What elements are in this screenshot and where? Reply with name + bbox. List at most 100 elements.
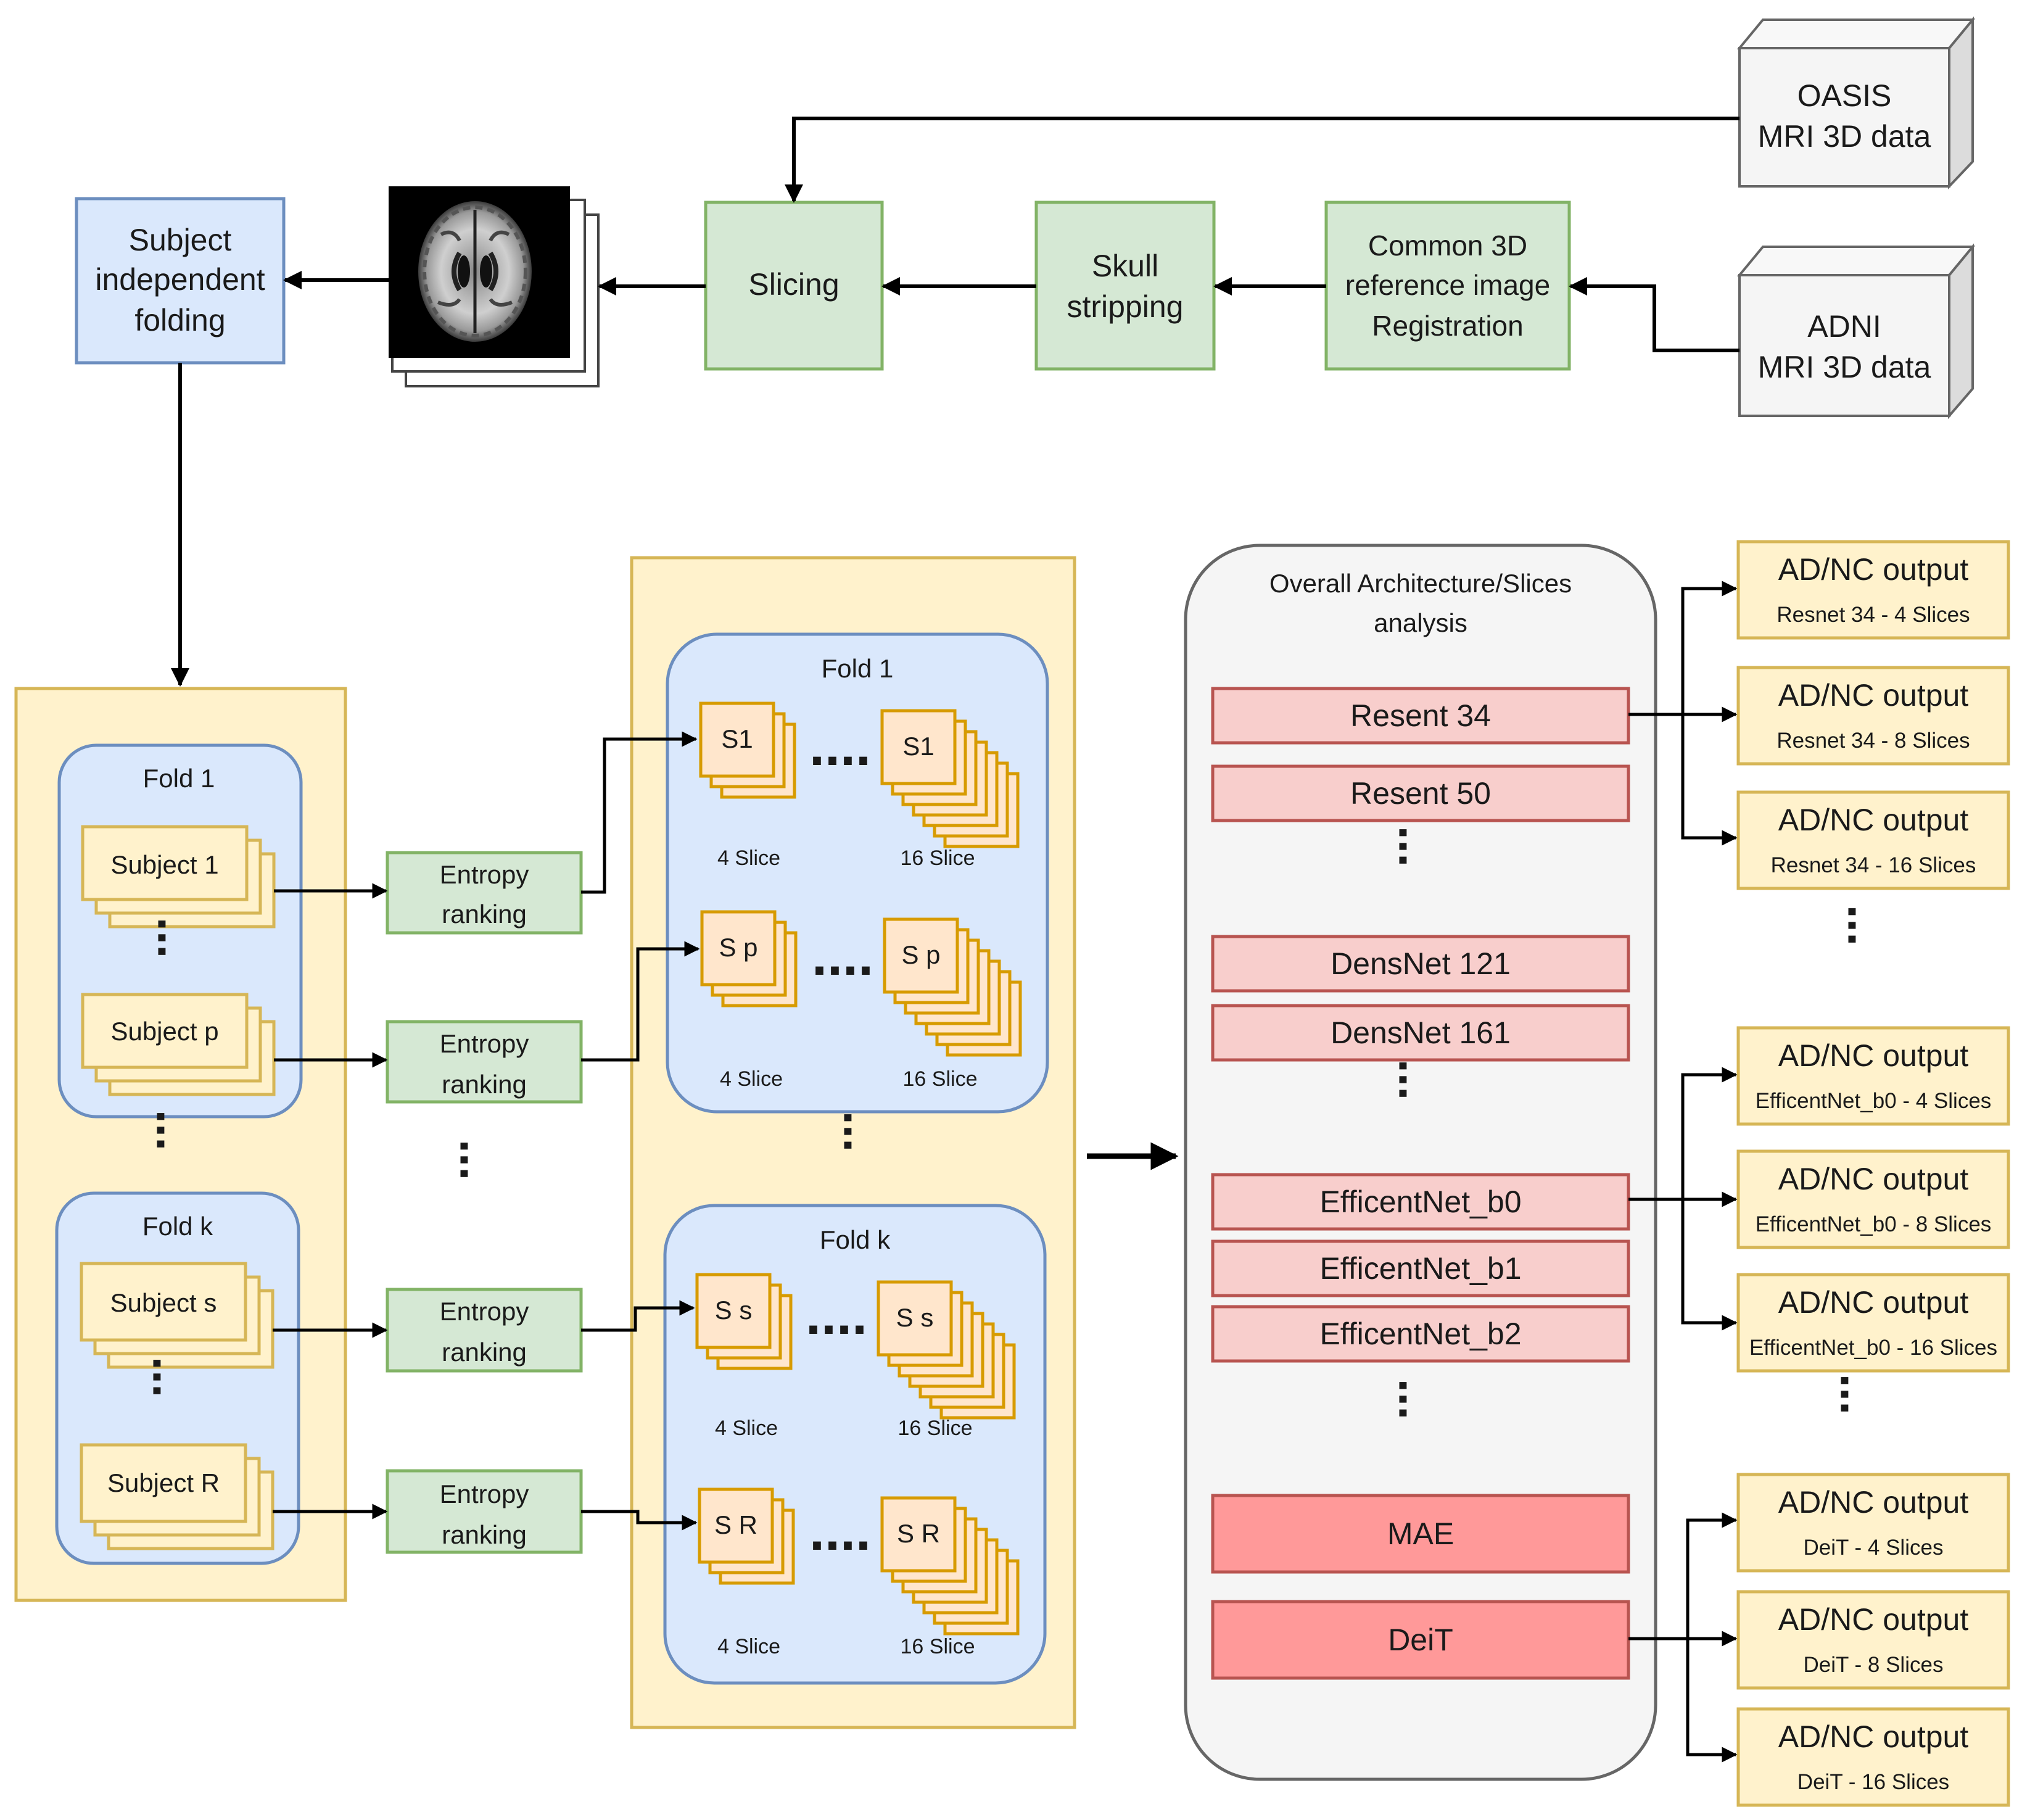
model-resent-50: Resent 50	[1211, 764, 1630, 822]
model-vdots-2: ...	[1389, 1059, 1444, 1101]
foldk-ss-16slice-stack: S s	[877, 1280, 1016, 1420]
fold1-sp-16slice-stack: S p	[883, 917, 1022, 1057]
fold1-s1-hdots: ....	[809, 716, 871, 777]
skull-stripping-box: Skull stripping	[1034, 201, 1216, 371]
top-connectors	[171, 117, 1739, 687]
model-mae: MAE	[1211, 1494, 1630, 1574]
fold1-sp-4slice-label: S p	[719, 933, 757, 962]
fold1-s1-16slice-label: S1	[902, 732, 934, 761]
model-resent-34: Resent 34	[1211, 687, 1630, 745]
foldk-sr-16slice-label: S R	[897, 1519, 940, 1548]
output-title: AD/NC output	[1778, 678, 1969, 713]
svg-text:EfficentNet_b0: EfficentNet_b0	[1319, 1185, 1521, 1219]
entropy-ranking-1: Entropy ranking	[386, 851, 583, 935]
right-fold-k-title: Fold k	[820, 1225, 891, 1254]
left-fold1-vdots: ...	[148, 917, 203, 959]
subject-r-stack: Subject R	[80, 1443, 274, 1550]
output-title: AD/NC output	[1778, 1719, 1969, 1754]
output-title: AD/NC output	[1778, 1285, 1969, 1320]
registration-line1: Common 3D	[1368, 230, 1527, 262]
entropy-r-line1: Entropy	[440, 1479, 529, 1508]
output-subtitle: Resnet 34 - 4 Slices	[1776, 603, 1970, 627]
right-fold-1-title: Fold 1	[822, 654, 894, 683]
slice-card	[699, 701, 775, 778]
subject-r-label: Subject R	[107, 1468, 220, 1497]
slice-card	[695, 1273, 772, 1349]
skull-line2: stripping	[1067, 289, 1184, 324]
foldk-ss-4slice-label: S s	[715, 1296, 753, 1325]
slice-card	[698, 1487, 774, 1564]
slice-card	[883, 917, 959, 994]
entropy-vdots: ...	[450, 1140, 505, 1181]
output-subtitle: Resnet 34 - 16 Slices	[1771, 853, 1976, 877]
svg-text:Resent 34: Resent 34	[1350, 698, 1491, 733]
entropy-1-line1: Entropy	[440, 860, 529, 889]
subject-s-stack: Subject s	[80, 1262, 274, 1369]
registration-line3: Registration	[1372, 310, 1523, 342]
oasis-label: OASIS	[1797, 78, 1892, 113]
model-efficentnet-b1: EfficentNet_b1	[1211, 1239, 1630, 1297]
svg-text:Resent 50: Resent 50	[1350, 776, 1491, 811]
output-title: AD/NC output	[1778, 803, 1969, 837]
fold-connectors	[273, 731, 700, 1531]
subject-1-label: Subject 1	[110, 850, 218, 879]
subject-1-stack: Subject 1	[81, 825, 276, 929]
fold1-sp-16slice-label: 16 Slice	[903, 1067, 978, 1091]
output-connectors	[1628, 581, 1738, 1763]
output-vdots-1: ...	[1838, 905, 1893, 946]
foldk-ss-16slice-label: S s	[896, 1303, 934, 1332]
fold1-s1-4slice-label: S1	[721, 724, 753, 753]
model-densnet-121: DensNet 121	[1211, 935, 1630, 993]
foldk-ss-hdots: ....	[806, 1284, 867, 1346]
fold1-s1-4slice-stack: S1	[699, 701, 796, 799]
entropy-ranking-r: Entropy ranking	[386, 1469, 583, 1554]
entropy-ranking-s: Entropy ranking	[386, 1288, 583, 1373]
fold1-sp-hdots: ....	[812, 925, 873, 987]
slice-card	[877, 1280, 953, 1357]
brain-image	[418, 201, 532, 342]
svg-text:EfficentNet_b2: EfficentNet_b2	[1319, 1317, 1521, 1351]
output-title: AD/NC output	[1778, 552, 1969, 587]
fold1-s1-4slice-label: 4 Slice	[717, 846, 780, 870]
registration-box: Common 3D reference image Registration	[1324, 201, 1571, 371]
model-efficentnet-b0: EfficentNet_b0	[1211, 1173, 1630, 1231]
subject-p-label: Subject p	[110, 1017, 218, 1046]
adni-data-cube: ADNI MRI 3D data	[1736, 243, 1976, 420]
fold1-sp-4slice-label: 4 Slice	[720, 1067, 783, 1091]
entropy-s-line1: Entropy	[440, 1297, 529, 1326]
output-subtitle: DeiT - 4 Slices	[1804, 1536, 1944, 1560]
svg-text:DeiT: DeiT	[1388, 1623, 1453, 1657]
fold1-sp-4slice-stack: S p	[700, 910, 798, 1007]
foldk-sr-4slice-label: 4 Slice	[717, 1635, 780, 1658]
left-fold-1-title: Fold 1	[143, 764, 215, 793]
entropy-1-line2: ranking	[442, 900, 527, 929]
subject-folding-box: Subject independent folding	[75, 197, 286, 365]
architecture-title-line1: Overall Architecture/Slices	[1269, 569, 1572, 598]
slicing-label: Slicing	[748, 267, 839, 302]
oasis-sublabel: MRI 3D data	[1758, 119, 1931, 154]
svg-text:EfficentNet_b1: EfficentNet_b1	[1319, 1251, 1521, 1286]
mri-slice-stack	[389, 186, 600, 387]
adni-label: ADNI	[1807, 309, 1881, 344]
oasis-data-cube: OASIS MRI 3D data	[1736, 16, 1976, 190]
output-subtitle: EfficentNet_b0 - 8 Slices	[1756, 1212, 1992, 1236]
foldk-sr-hdots: ....	[809, 1500, 871, 1562]
folding-line2: independent	[95, 262, 265, 297]
entropy-p-line1: Entropy	[440, 1029, 529, 1058]
output-subtitle: DeiT - 16 Slices	[1797, 1770, 1949, 1794]
subject-p-stack: Subject p	[81, 993, 276, 1096]
architecture-vdots: ... ... ...	[1389, 826, 1444, 1420]
slicing-box: Slicing	[704, 201, 884, 371]
model-deit: DeiT	[1211, 1600, 1630, 1680]
slice-labels: 4 Slice 16 Slice 4 Slice 16 Slice 4 Slic…	[715, 716, 978, 1658]
architecture-title-line2: analysis	[1374, 608, 1467, 637]
output-title: AD/NC output	[1778, 1485, 1969, 1520]
subject-s-label: Subject s	[110, 1288, 217, 1317]
model-densnet-161: DensNet 161	[1211, 1004, 1630, 1062]
output-vdots-2: ...	[1831, 1374, 1886, 1415]
